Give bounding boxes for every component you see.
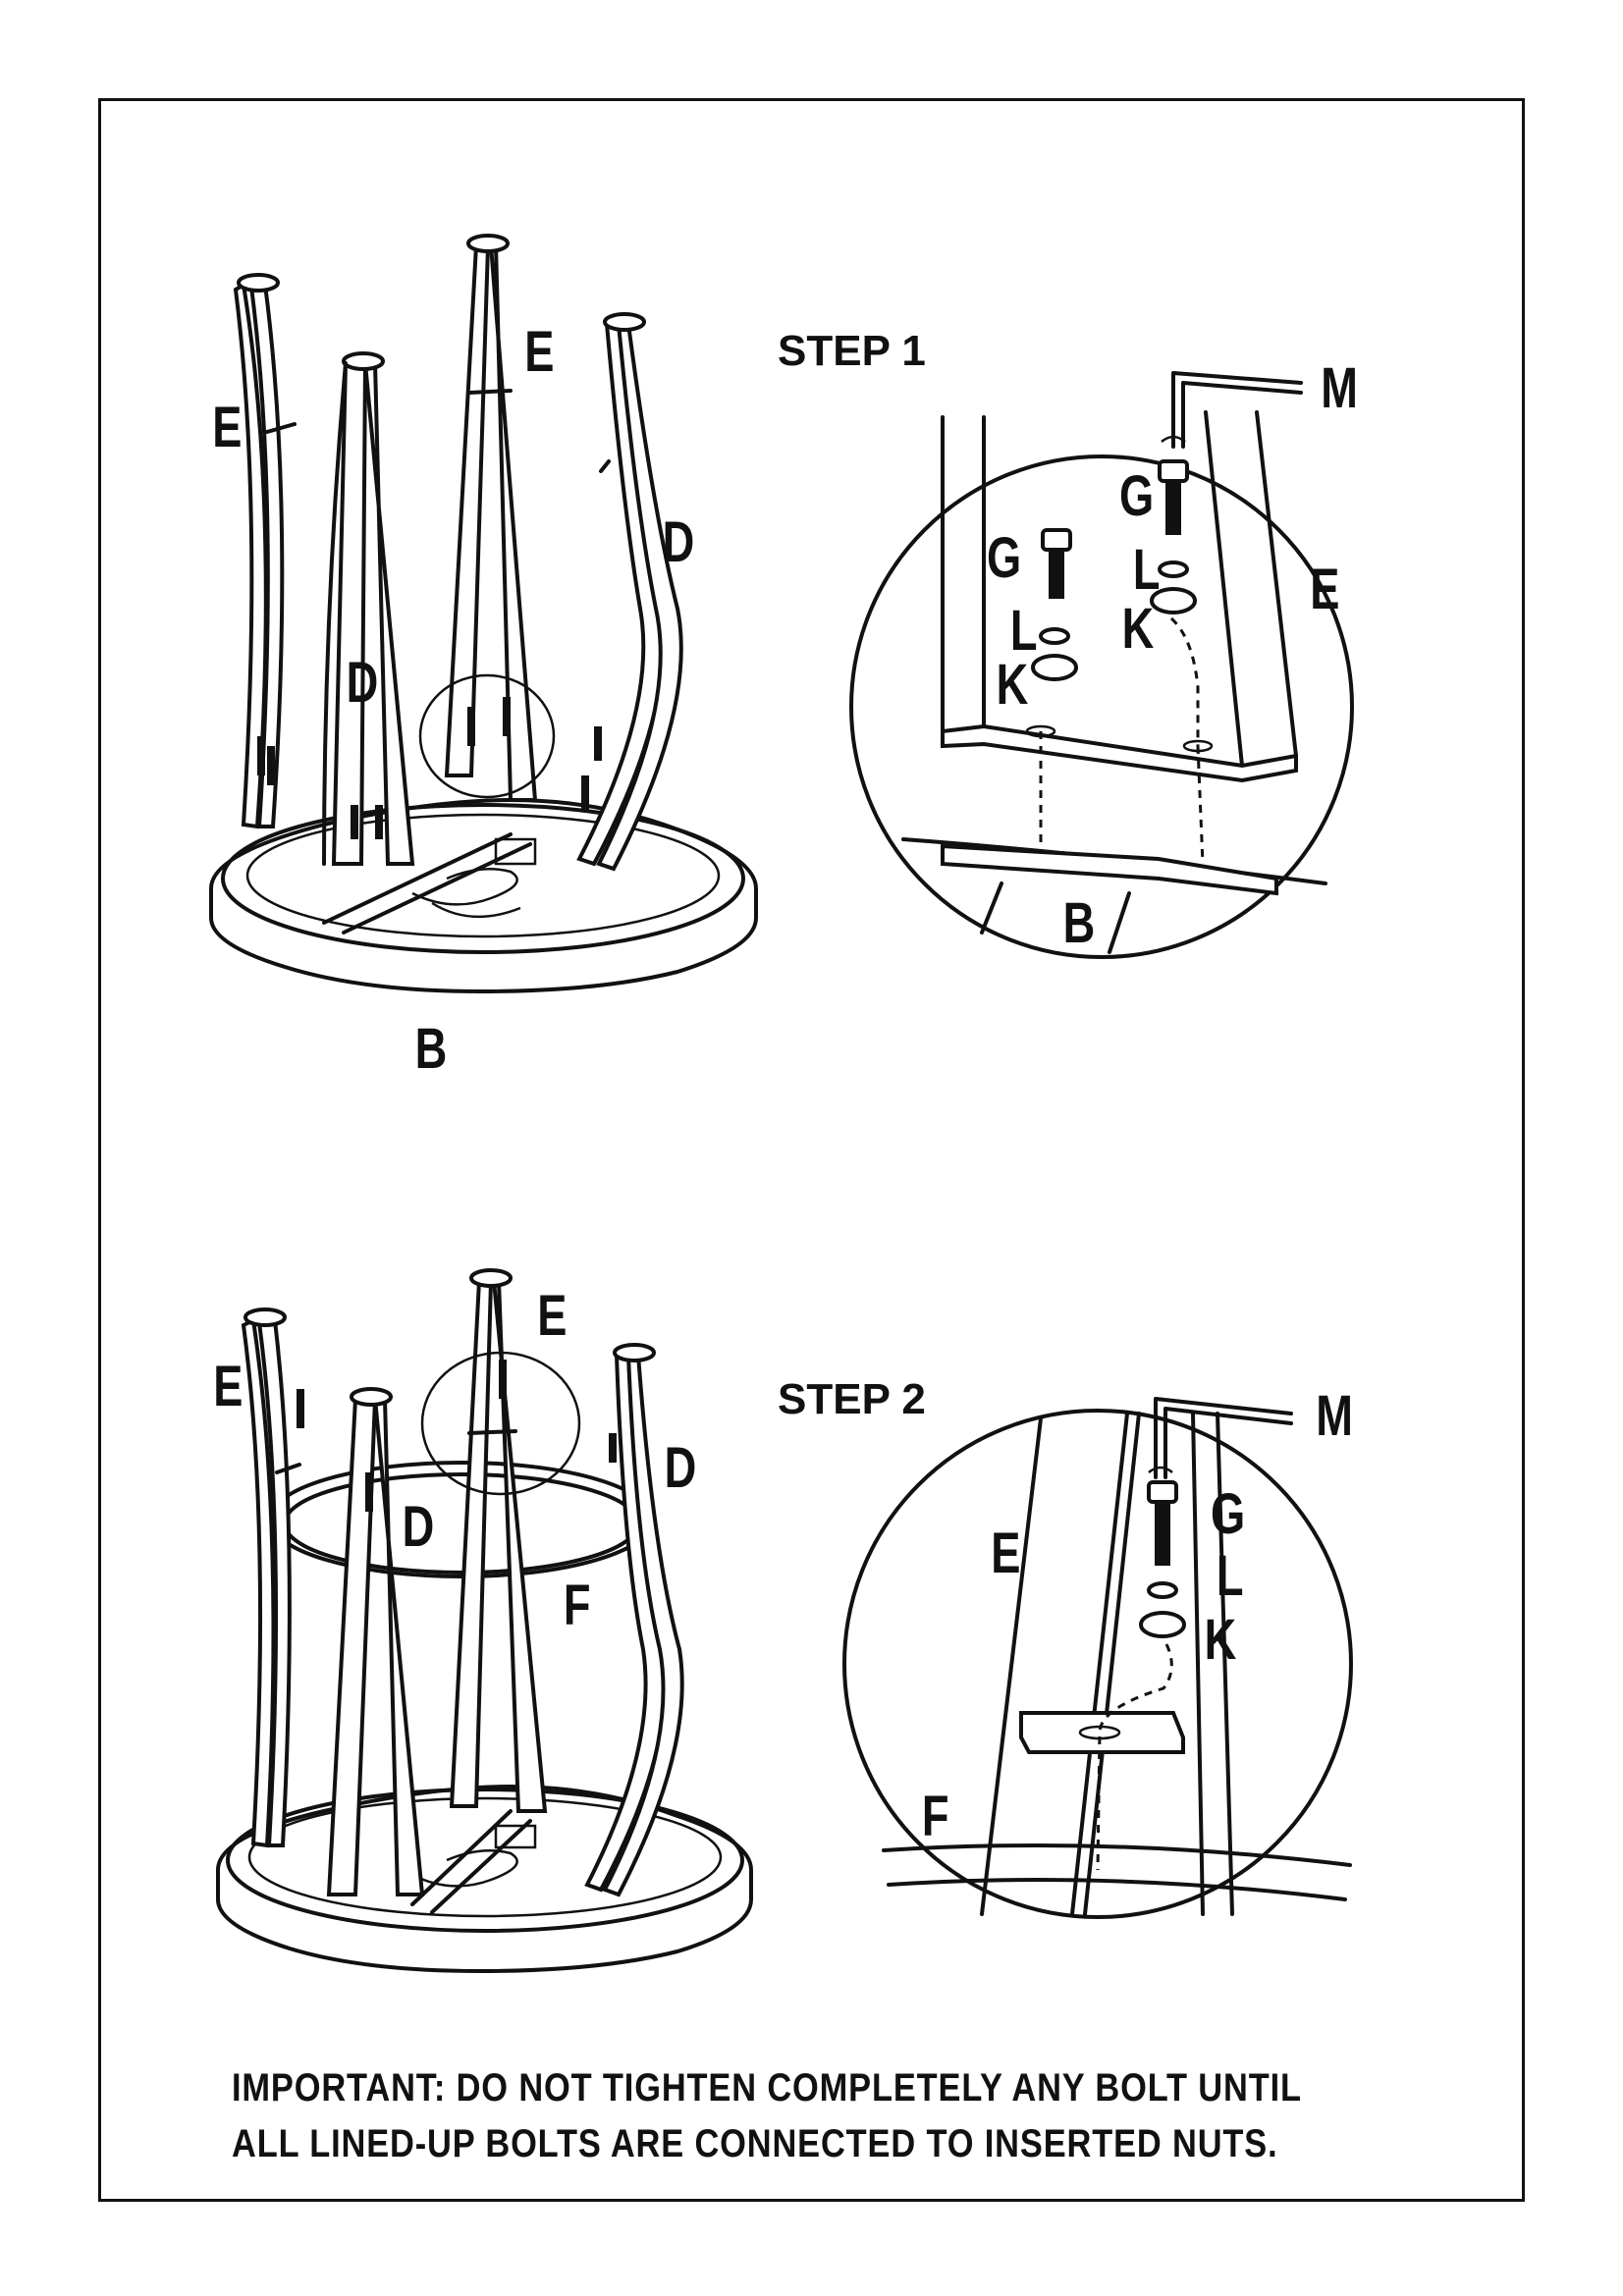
label-d-right: D <box>663 511 695 575</box>
label2-e-left: E <box>213 1356 243 1419</box>
important-note-line1: IMPORTANT: DO NOT TIGHTEN COMPLETELY ANY… <box>232 2066 1302 2109</box>
label-d-mid: D <box>347 652 379 716</box>
detail2-label-k: K <box>1205 1609 1237 1673</box>
step2-detail-callout <box>842 1397 1353 1919</box>
detail2-label-f: F <box>922 1786 949 1849</box>
label2-d-mid: D <box>403 1496 435 1560</box>
step2-stool-illustration <box>216 1268 753 1974</box>
detail1-label-g1: G <box>987 527 1021 591</box>
step2-part-labels: E E D D F <box>213 1285 696 1638</box>
page-border <box>98 98 1525 2202</box>
step1-title: STEP 1 <box>778 327 926 375</box>
detail1-label-l2: L <box>1133 539 1161 603</box>
detail1-label-k1: K <box>997 654 1029 718</box>
detail1-label-b: B <box>1063 892 1096 956</box>
label2-d-right: D <box>665 1437 697 1501</box>
detail2-label-e: E <box>991 1522 1020 1586</box>
label2-f: F <box>564 1575 591 1638</box>
detail1-label-k2: K <box>1122 598 1155 662</box>
detail1-label-m: M <box>1321 357 1358 421</box>
label-e-left: E <box>212 397 242 460</box>
step1-part-labels: E E D D B <box>212 321 694 1082</box>
step2-title: STEP 2 <box>778 1375 926 1423</box>
important-note-line2: ALL LINED-UP BOLTS ARE CONNECTED TO INSE… <box>232 2122 1278 2165</box>
step1-detail-callout <box>849 371 1354 959</box>
detail1-label-l1: L <box>1010 600 1038 664</box>
detail1-label-g2: G <box>1119 465 1154 529</box>
detail1-label-e: E <box>1310 559 1339 622</box>
step2-detail-labels: M E G L K F <box>922 1385 1353 1849</box>
label-b: B <box>415 1018 448 1082</box>
detail2-label-m: M <box>1316 1385 1353 1449</box>
detail2-label-l: L <box>1217 1545 1244 1609</box>
step1-stool-illustration <box>209 234 758 994</box>
label-e-top: E <box>524 321 554 385</box>
label2-e-top: E <box>537 1285 567 1349</box>
detail2-label-g: G <box>1211 1483 1245 1547</box>
step1-detail-labels: M G L K G L K E B <box>987 357 1358 956</box>
